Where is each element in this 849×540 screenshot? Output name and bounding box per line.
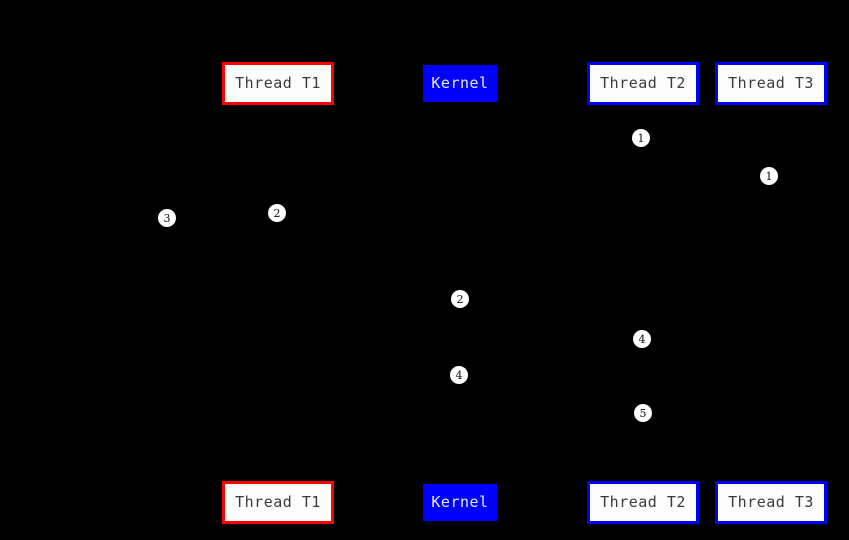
message-arrow-2	[278, 213, 460, 214]
participant-label-kernel-bottom: Kernel	[431, 493, 489, 511]
lifeline-t3	[771, 105, 772, 481]
participant-box-t3-top[interactable]: Thread T3	[715, 62, 827, 105]
step-marker: 2	[451, 290, 469, 308]
participant-box-t1-top[interactable]: Thread T1	[222, 62, 334, 105]
step-marker: 4	[633, 330, 651, 348]
lifeline-t1	[278, 105, 279, 481]
participant-box-kernel-top[interactable]: Kernel	[423, 65, 497, 102]
participant-label-t3-top: Thread T3	[728, 74, 814, 92]
participant-label-t3-bottom: Thread T3	[728, 493, 814, 511]
step-marker-label: 4	[638, 332, 646, 346]
participant-box-t1-bottom[interactable]: Thread T1	[222, 481, 334, 524]
step-marker-label: 3	[163, 211, 171, 225]
participant-label-kernel-top: Kernel	[431, 74, 489, 92]
message-arrow-3	[167, 218, 278, 219]
step-marker: 2	[268, 204, 286, 222]
participant-label-t2-bottom: Thread T2	[600, 493, 686, 511]
step-marker-label: 4	[455, 368, 463, 382]
participant-label-t2-top: Thread T2	[600, 74, 686, 92]
participant-box-kernel-bottom[interactable]: Kernel	[423, 484, 497, 521]
step-marker: 4	[450, 366, 468, 384]
step-marker-label: 2	[273, 206, 281, 220]
message-arrow-4	[460, 339, 643, 340]
step-marker: 5	[634, 404, 652, 422]
step-marker-label: 1	[765, 169, 773, 183]
participant-box-t2-top[interactable]: Thread T2	[587, 62, 699, 105]
lifeline-t2	[643, 105, 644, 481]
message-arrow-5	[460, 413, 643, 414]
participant-label-t1-bottom: Thread T1	[235, 493, 321, 511]
participant-label-t1-top: Thread T1	[235, 74, 321, 92]
step-marker: 1	[760, 167, 778, 185]
participant-box-t2-bottom[interactable]: Thread T2	[587, 481, 699, 524]
participant-box-t3-bottom[interactable]: Thread T3	[715, 481, 827, 524]
step-marker: 1	[632, 129, 650, 147]
step-marker-label: 5	[639, 406, 647, 420]
message-arrow-1	[643, 138, 771, 139]
step-marker-label: 1	[637, 131, 645, 145]
step-marker-label: 2	[456, 292, 464, 306]
step-marker: 3	[158, 209, 176, 227]
